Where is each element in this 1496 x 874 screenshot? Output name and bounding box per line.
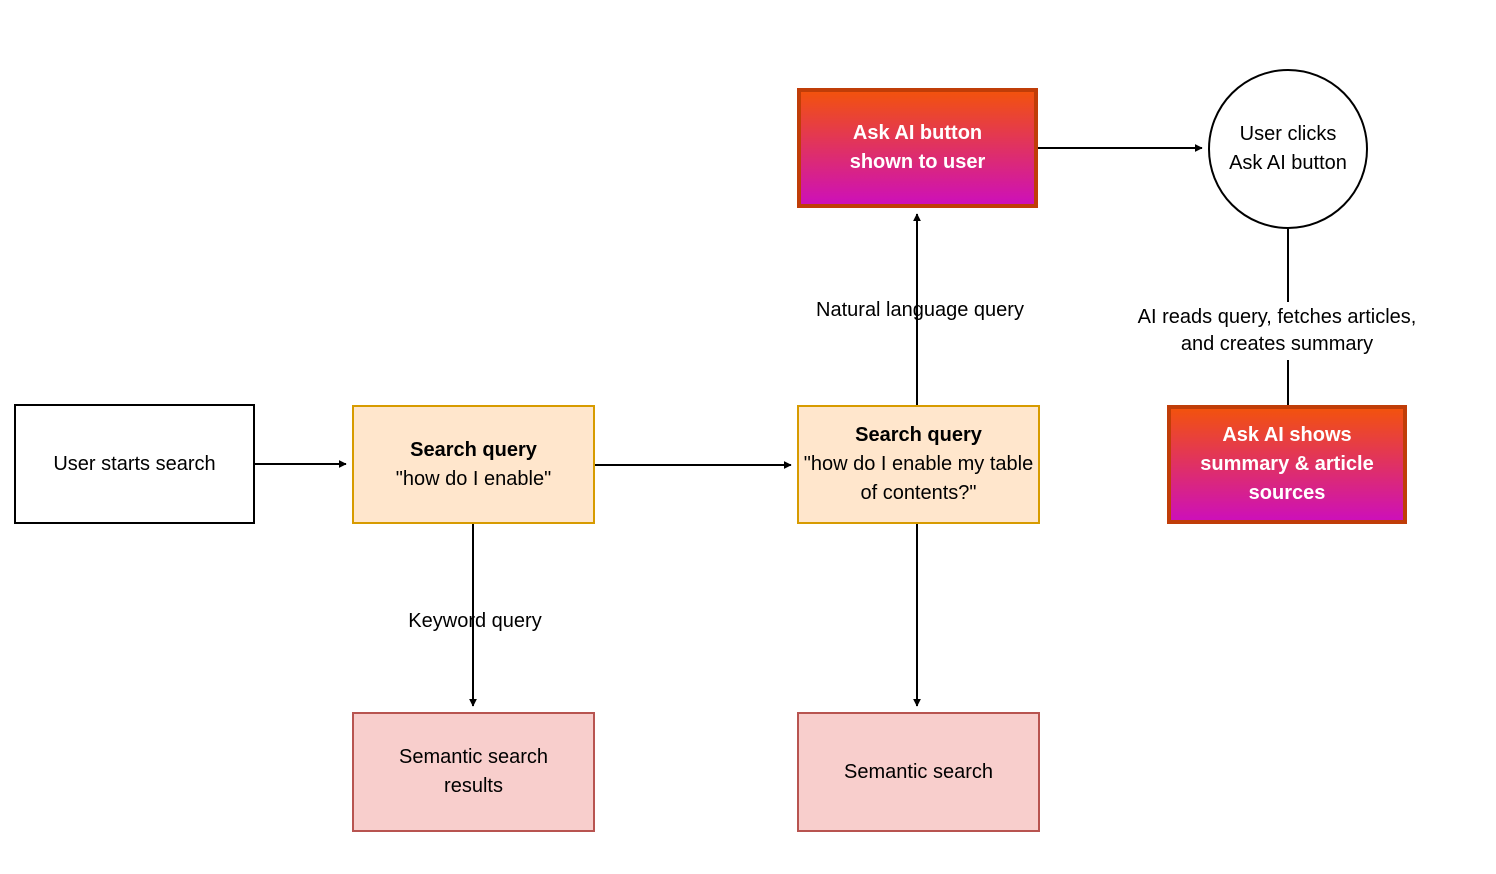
node-user-starts-search-label: User starts search [53,452,216,475]
node-search-query-1: Search query "how do I enable" [352,405,595,524]
edge-label-ai-reads-line2: and creates summary [1180,333,1374,355]
edge-label-natural-language-query: Natural language query [816,299,1024,321]
node-ask-ai-button-line2: shown to user [849,151,986,173]
node-search-query-2: Search query "how do I enable my table o… [797,405,1040,524]
edge-label-ai-reads-summary: AI reads query, fetches articles, and cr… [1132,302,1422,360]
node-ask-ai-button-line1: Ask AI button [852,122,983,144]
node-user-starts-search: User starts search [14,404,255,524]
node-semantic-search-results-line2: results [444,775,503,797]
node-semantic-search-results-line1: Semantic search [399,746,548,768]
node-search-query-1-body: "how do I enable" [395,467,552,490]
node-ask-ai-shows-line2: summary & article [1200,453,1374,475]
node-search-query-2-body: "how do I enable my table of contents?" [803,453,1034,504]
node-search-query-2-title: Search query [855,424,982,446]
edge-label-keyword-query: Keyword query [408,610,542,632]
node-user-clicks-ask-ai: User clicks Ask AI button [1208,69,1368,229]
node-ask-ai-shows-line3: sources [1248,482,1326,504]
node-search-query-1-title: Search query [410,438,537,461]
node-semantic-search-label: Semantic search [844,760,993,783]
node-ask-ai-shows-line1: Ask AI shows [1222,424,1352,446]
node-ask-ai-button-shown: Ask AI button shown to user [797,88,1038,208]
node-ask-ai-shows-summary: Ask AI shows summary & article sources [1167,405,1407,524]
node-user-clicks-line2: Ask AI button [1229,152,1347,174]
node-semantic-search-results: Semantic search results [352,712,595,832]
node-user-clicks-line1: User clicks [1239,123,1337,145]
edge-label-ai-reads-line1: AI reads query, fetches articles, [1137,306,1417,328]
node-semantic-search: Semantic search [797,712,1040,832]
